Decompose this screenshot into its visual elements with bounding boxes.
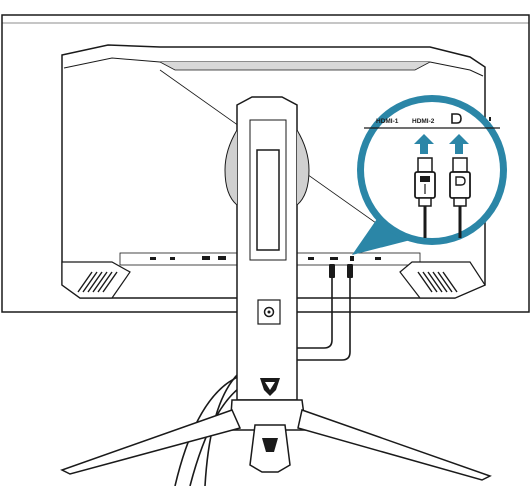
cable-plugs — [329, 264, 353, 278]
lock-icon — [263, 306, 275, 318]
top-ridge-inner — [159, 61, 431, 71]
hdmi1-label: HDMI-1 — [376, 118, 399, 125]
dp-connector — [449, 157, 471, 238]
lock-icon-core — [267, 310, 271, 314]
stand-cable-slot — [256, 149, 280, 251]
front-foot-mark — [262, 438, 278, 452]
arrow-up-icon — [414, 134, 469, 154]
right-vent-housing — [399, 261, 486, 299]
left-vent-grille — [77, 271, 118, 293]
stand-neck-right — [296, 129, 310, 206]
brand-logo-inner — [265, 382, 275, 390]
stand-cable — [204, 371, 241, 487]
displayport-icon — [451, 113, 462, 124]
stand-foot-right — [297, 409, 492, 481]
right-vent-grille — [417, 271, 458, 293]
stand-neck-left — [224, 129, 238, 206]
hdmi2-label: HDMI-2 — [412, 118, 435, 125]
stand-foot-left — [60, 409, 242, 475]
stand-slot-frame — [249, 119, 287, 261]
hdmi-connector — [414, 157, 436, 238]
port-tick — [489, 117, 491, 121]
